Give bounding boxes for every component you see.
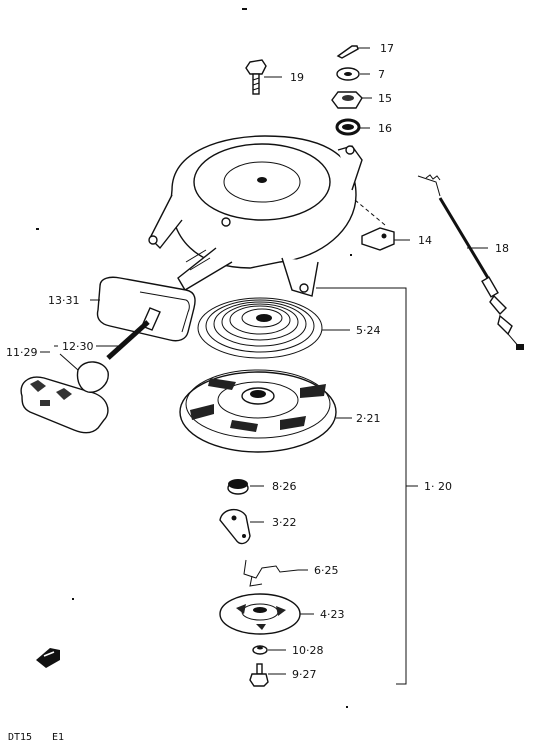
label-5-24: 5·24 xyxy=(356,324,381,337)
label-9-27: 9·27 xyxy=(292,668,317,681)
part-16-spring xyxy=(335,118,370,136)
label-10-28: 10·28 xyxy=(292,644,324,657)
part-15-collar xyxy=(331,91,372,109)
stray-dots xyxy=(36,228,352,708)
label-7: 7 xyxy=(378,68,385,81)
part-7-washer xyxy=(336,67,370,81)
label-11-29: 11·29 xyxy=(6,346,38,359)
part-14-bracket xyxy=(354,199,410,251)
part-17-pin xyxy=(336,45,370,59)
assembly-bracket-1-20 xyxy=(316,287,418,685)
part-3-22-ratchet xyxy=(219,509,264,545)
label-4-23: 4·23 xyxy=(320,608,345,621)
starter-housing xyxy=(148,135,363,297)
part-8-26-spring xyxy=(227,479,264,495)
part-11-29-starter-handle xyxy=(20,351,109,434)
label-18: 18 xyxy=(495,242,509,255)
part-4-23-friction-plate xyxy=(219,593,314,635)
caption-code: E1 xyxy=(52,732,64,743)
label-19: 19 xyxy=(290,71,304,84)
part-19-bolt xyxy=(245,59,282,95)
part-10-28-washer xyxy=(252,645,286,655)
label-15: 15 xyxy=(378,92,392,105)
label-17: 17 xyxy=(380,42,394,55)
label-14: 14 xyxy=(418,234,432,247)
label-2-21: 2·21 xyxy=(356,412,381,425)
part-6-25-clip xyxy=(243,559,308,587)
front-arrow-icon xyxy=(36,648,60,668)
label-3-22: 3·22 xyxy=(272,516,297,529)
label-8-26: 8·26 xyxy=(272,480,297,493)
label-16: 16 xyxy=(378,122,392,135)
label-13-31: 13·31 xyxy=(48,294,80,307)
part-9-27-bolt xyxy=(249,663,286,687)
caption-model: DT15 xyxy=(8,732,32,743)
label-1-20: 1· 20 xyxy=(424,480,452,493)
label-6-25: 6·25 xyxy=(314,564,339,577)
stray-mark xyxy=(242,8,247,10)
label-12-30: 12·30 xyxy=(62,340,94,353)
part-5-24-recoil-spring xyxy=(197,297,350,359)
part-13-31-rope-guide xyxy=(90,276,196,342)
part-18-cable xyxy=(417,174,524,350)
part-12-30-rope xyxy=(54,320,150,360)
part-2-21-rope-reel xyxy=(179,369,352,453)
